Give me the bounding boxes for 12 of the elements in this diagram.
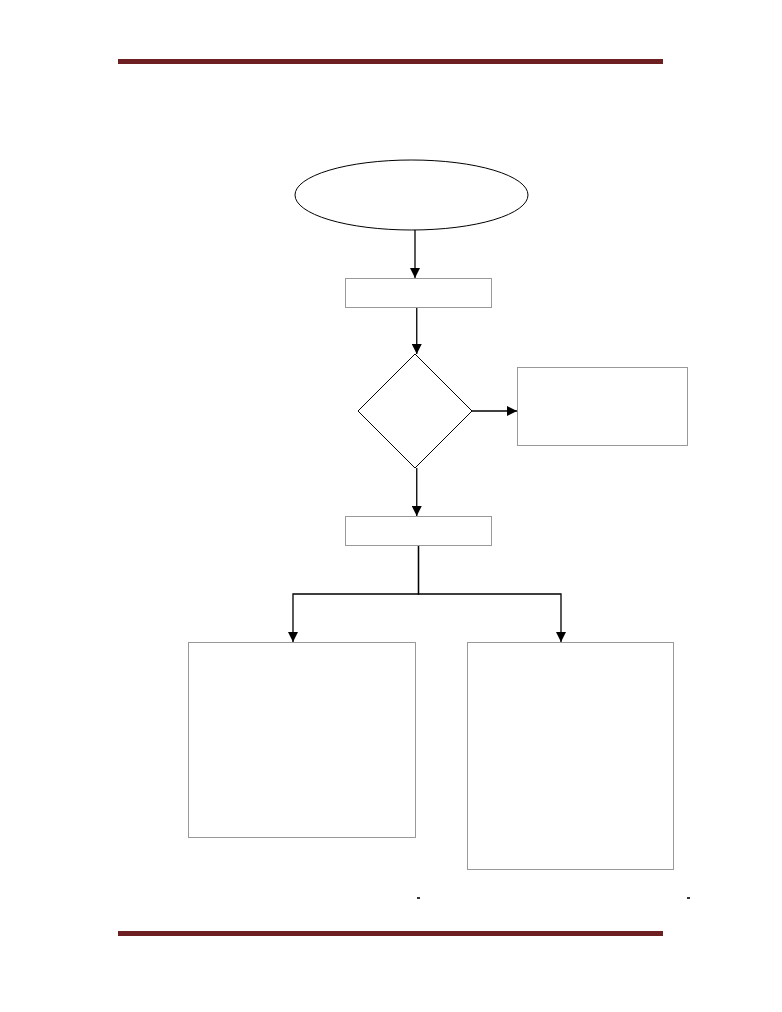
process-box xyxy=(467,642,674,870)
arrow xyxy=(410,229,420,279)
arrow xyxy=(471,406,518,416)
process-box xyxy=(517,367,688,446)
process-box xyxy=(345,516,492,546)
start-ellipse xyxy=(295,160,528,230)
arrow xyxy=(411,307,422,355)
process-box xyxy=(345,278,492,308)
arrow xyxy=(417,545,566,643)
arrow xyxy=(411,467,422,517)
process-box xyxy=(188,642,416,838)
decision-diamond xyxy=(358,354,472,468)
